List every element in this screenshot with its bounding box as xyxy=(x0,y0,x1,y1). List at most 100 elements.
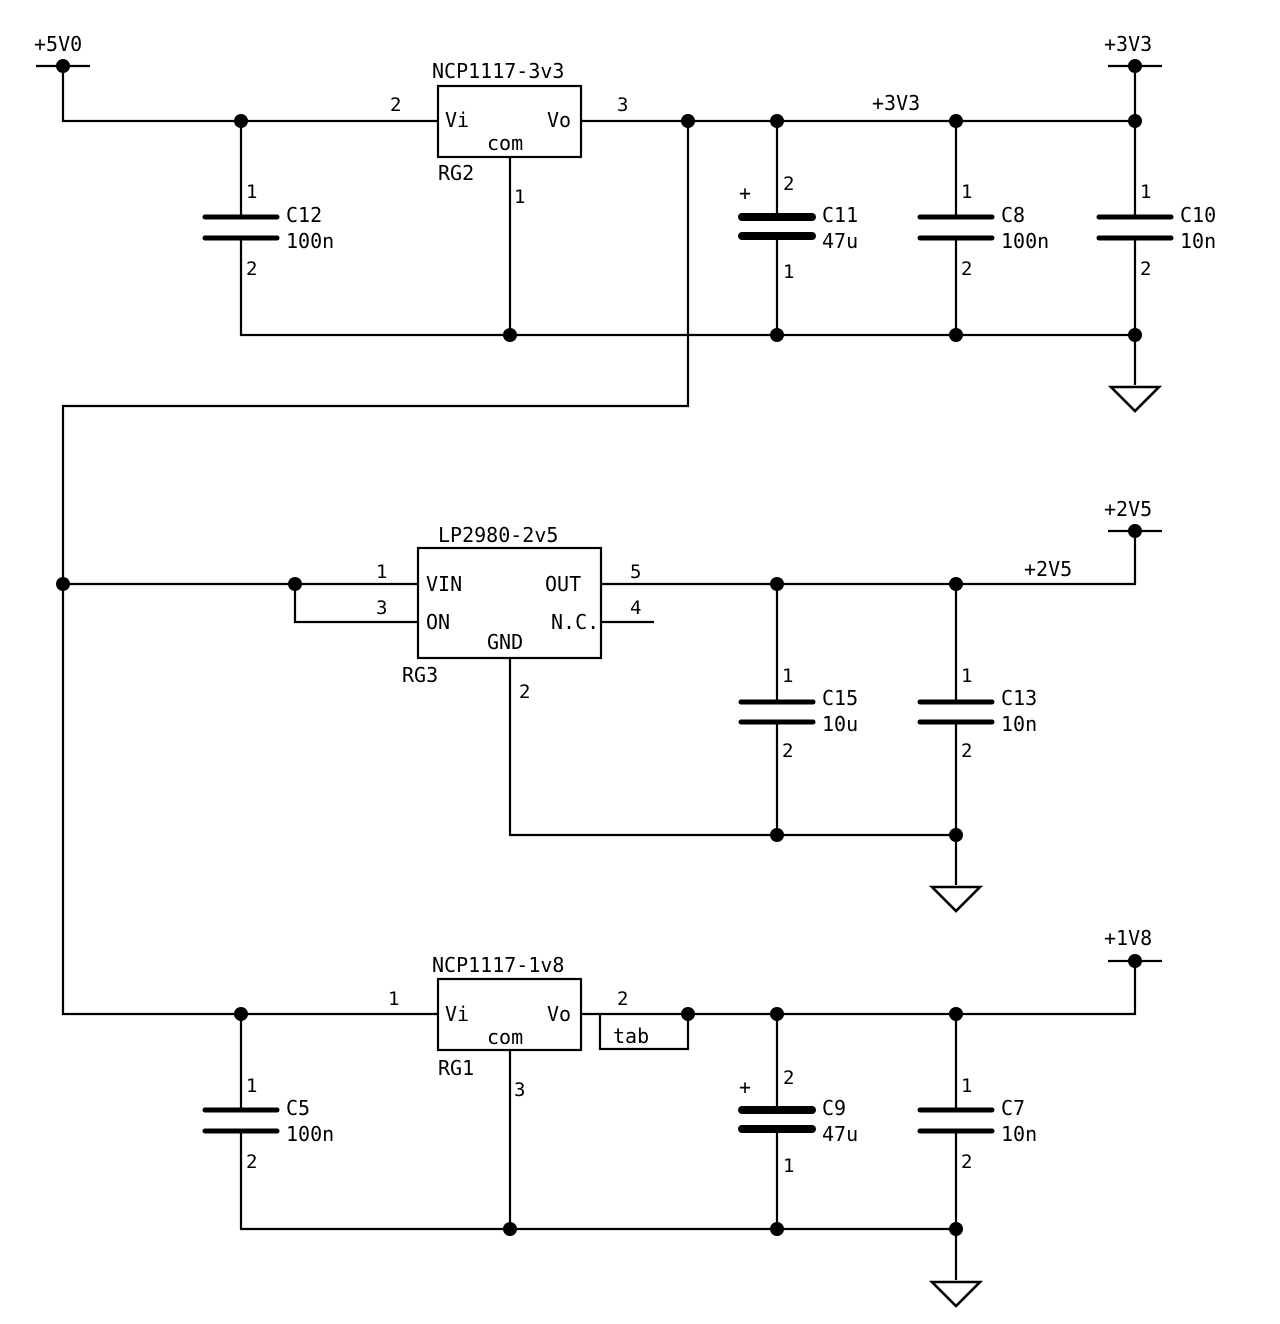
regulator-rg2: NCP1117-3v3 RG2 Vi Vo com 2 3 1 xyxy=(390,59,628,208)
junction-dot xyxy=(1128,59,1142,73)
pin-number: 1 xyxy=(246,181,257,203)
capacitor-c7: 1 2 C7 10n xyxy=(917,1075,1037,1173)
pin-name-on: ON xyxy=(426,610,450,634)
capacitor-value: 10n xyxy=(1001,712,1037,736)
pin-number: 1 xyxy=(961,665,972,687)
regulator-ref: RG3 xyxy=(402,663,438,687)
wires xyxy=(36,64,1162,1280)
regulator-body xyxy=(416,546,603,660)
capacitor-ref: C10 xyxy=(1180,203,1216,227)
pin-number-out: 5 xyxy=(630,561,641,583)
junction-dot xyxy=(949,1007,963,1021)
junction-dots xyxy=(56,59,1142,1236)
junction-dot xyxy=(56,59,70,73)
capacitor-value: 47u xyxy=(822,1122,858,1146)
regulator-value: NCP1117-1v8 xyxy=(432,953,564,977)
junction-dot xyxy=(770,577,784,591)
capacitor-value: 10n xyxy=(1001,1122,1037,1146)
regulator-value: NCP1117-3v3 xyxy=(432,59,564,83)
pin-number: 1 xyxy=(1140,181,1151,203)
pin-number-com: 1 xyxy=(514,186,525,208)
junction-dot xyxy=(1128,328,1142,342)
power-label-5v0: +5V0 xyxy=(34,32,82,56)
pin-name-out: OUT xyxy=(545,572,581,596)
junction-dot xyxy=(949,328,963,342)
junction-dot xyxy=(770,114,784,128)
capacitor-value: 100n xyxy=(286,1122,334,1146)
pin-name-vo: Vo xyxy=(547,108,571,132)
pin-name-vin: VIN xyxy=(426,572,462,596)
junction-dot xyxy=(1128,954,1142,968)
pin-number: 1 xyxy=(961,1075,972,1097)
pin-number: 1 xyxy=(782,665,793,687)
junction-dot xyxy=(234,114,248,128)
junction-dot xyxy=(681,1007,695,1021)
capacitor-ref: C8 xyxy=(1001,203,1025,227)
junction-dot xyxy=(288,577,302,591)
pin-number: 2 xyxy=(961,740,972,762)
pin-number-out: 2 xyxy=(617,988,628,1010)
junction-dot xyxy=(234,1007,248,1021)
regulator-value: LP2980-2v5 xyxy=(438,523,558,547)
pin-number-nc: 4 xyxy=(630,597,641,619)
capacitor-value: 10n xyxy=(1180,229,1216,253)
capacitor-c9: + 2 1 C9 47u xyxy=(738,1067,858,1177)
capacitor-value: 100n xyxy=(286,229,334,253)
pin-number: 2 xyxy=(783,1067,794,1089)
junction-dot xyxy=(1128,114,1142,128)
junction-dot xyxy=(56,577,70,591)
junction-dot xyxy=(949,828,963,842)
pin-number-gnd: 2 xyxy=(519,681,530,703)
power-label-2v5: +2V5 xyxy=(1104,497,1152,521)
capacitor-c10: 1 2 C10 10n xyxy=(1096,181,1216,280)
pin-name-nc: N.C. xyxy=(551,610,599,634)
capacitor-value: 10u xyxy=(822,712,858,736)
ground-icon xyxy=(928,1280,984,1308)
regulator-body xyxy=(436,977,583,1052)
regulator-rg3: LP2980-2v5 RG3 VIN ON OUT N.C. GND 1 3 5… xyxy=(376,523,641,703)
power-label-1v8: +1V8 xyxy=(1104,926,1152,950)
capacitor-c15: 1 2 C15 10u xyxy=(738,665,858,762)
capacitor-c11: + 2 1 C11 47u xyxy=(738,173,858,283)
pin-number: 2 xyxy=(783,173,794,195)
pin-number: 1 xyxy=(961,181,972,203)
capacitor-ref: C5 xyxy=(286,1096,310,1120)
pin-number-in: 2 xyxy=(390,94,401,116)
junction-dot xyxy=(949,1222,963,1236)
pin-number-com: 3 xyxy=(514,1079,525,1101)
pin-number: 1 xyxy=(783,1155,794,1177)
pin-number-on: 3 xyxy=(376,597,387,619)
pin-number: 2 xyxy=(246,258,257,280)
pin-number: 2 xyxy=(246,1151,257,1173)
capacitor-ref: C7 xyxy=(1001,1096,1025,1120)
capacitor-value: 100n xyxy=(1001,229,1049,253)
regulator-ref: RG1 xyxy=(438,1056,474,1080)
tab-label: tab xyxy=(613,1024,649,1048)
polarity-plus: + xyxy=(739,181,751,205)
pin-name-vi: Vi xyxy=(445,108,469,132)
regulator-rg1: NCP1117-1v8 RG1 Vi Vo com tab 1 2 3 xyxy=(388,953,649,1101)
capacitor-ref: C15 xyxy=(822,686,858,710)
capacitor-ref: C13 xyxy=(1001,686,1037,710)
junction-dot xyxy=(949,114,963,128)
junction-dot xyxy=(770,828,784,842)
pin-number: 2 xyxy=(1140,258,1151,280)
junction-dot xyxy=(770,1007,784,1021)
capacitor-ref: C12 xyxy=(286,203,322,227)
junction-dot xyxy=(1128,524,1142,538)
junction-dot xyxy=(681,114,695,128)
junction-dot xyxy=(770,1222,784,1236)
pin-name-vo: Vo xyxy=(547,1002,571,1026)
capacitor-ref: C9 xyxy=(822,1096,846,1120)
pin-number: 1 xyxy=(246,1075,257,1097)
pin-name-com: com xyxy=(487,1025,523,1049)
capacitor-ref: C11 xyxy=(822,203,858,227)
capacitor-c12: 1 2 C12 100n xyxy=(202,181,334,280)
regulator-ref: RG2 xyxy=(438,161,474,185)
polarity-plus: + xyxy=(739,1075,751,1099)
pin-number: 1 xyxy=(783,261,794,283)
junction-dot xyxy=(503,328,517,342)
pin-name-com: com xyxy=(487,131,523,155)
junction-dot xyxy=(503,1222,517,1236)
